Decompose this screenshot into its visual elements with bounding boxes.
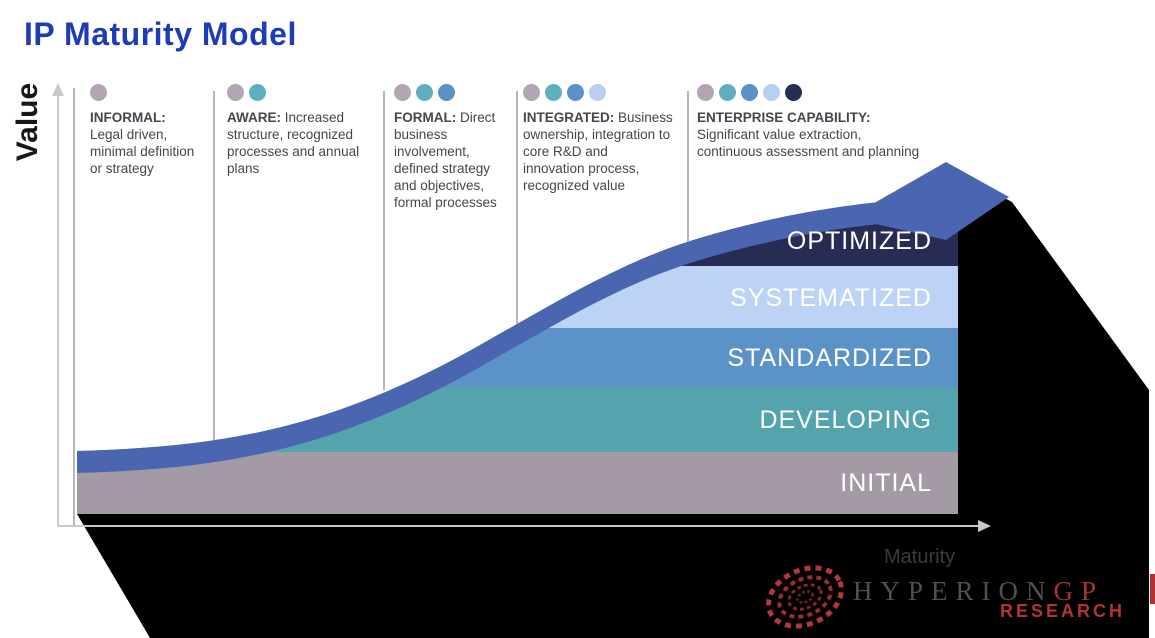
arrow-head-icon xyxy=(876,162,1009,240)
x-axis-arrow-icon xyxy=(978,520,991,532)
stage-column-formal: FORMAL: Direct business involvement, def… xyxy=(394,84,516,211)
stage-separators xyxy=(73,88,689,525)
axes xyxy=(52,83,991,532)
maturity-dots xyxy=(90,84,202,101)
stage-column-aware: AWARE: Increased structure, recognized p… xyxy=(227,84,387,177)
initial-dot-icon xyxy=(394,84,411,101)
stage-column-enterprise: ENTERPRISE CAPABILITY: Significant value… xyxy=(697,84,922,160)
maturity-dots xyxy=(523,84,673,101)
stage-description: ENTERPRISE CAPABILITY: Significant value… xyxy=(697,110,920,159)
developing-dot-icon xyxy=(416,84,433,101)
band-label-standardized: STANDARDIZED xyxy=(727,344,932,372)
standardized-dot-icon xyxy=(438,84,455,101)
band-label-developing: DEVELOPING xyxy=(759,406,932,434)
stage-description: INFORMAL: Legal driven, minimal definiti… xyxy=(90,110,195,176)
growth-curve xyxy=(77,201,892,473)
logo-tagline: RESEARCH xyxy=(1000,601,1126,621)
page-title: IP Maturity Model xyxy=(24,16,297,52)
optimized-dot-icon xyxy=(785,84,802,101)
initial-dot-icon xyxy=(90,84,107,101)
band-label-initial: INITIAL xyxy=(840,469,932,497)
developing-dot-icon xyxy=(719,84,736,101)
logo-gp-text: GP xyxy=(1053,576,1105,606)
shadow-right-shape xyxy=(948,168,1149,638)
band-label-systematized: SYSTEMATIZED xyxy=(730,284,932,312)
y-axis-label: Value xyxy=(11,82,44,162)
initial-dot-icon xyxy=(523,84,540,101)
developing-dot-icon xyxy=(249,84,266,101)
shadow-bottom-shape xyxy=(77,514,958,638)
initial-dot-icon xyxy=(697,84,714,101)
stage-column-integrated: INTEGRATED: Business ownership, integrat… xyxy=(523,84,673,194)
x-axis-label: Maturity xyxy=(884,546,956,568)
y-axis-arrow-icon xyxy=(52,83,64,96)
maturity-dots xyxy=(394,84,516,101)
systematized-dot-icon xyxy=(763,84,780,101)
standardized-dot-icon xyxy=(567,84,584,101)
band-label-optimized: OPTIMIZED xyxy=(786,227,932,255)
stage-description: FORMAL: Direct business involvement, def… xyxy=(394,110,497,210)
systematized-dot-icon xyxy=(589,84,606,101)
stage-column-informal: INFORMAL: Legal driven, minimal definiti… xyxy=(90,84,202,177)
standardized-dot-icon xyxy=(741,84,758,101)
maturity-dots xyxy=(227,84,387,101)
logo-brand-text: HYPERION xyxy=(853,576,1054,606)
maturity-dots xyxy=(697,84,922,101)
initial-dot-icon xyxy=(227,84,244,101)
edge-red-fragment xyxy=(1150,574,1155,604)
stage-description: INTEGRATED: Business ownership, integrat… xyxy=(523,110,673,193)
stage-description: AWARE: Increased structure, recognized p… xyxy=(227,110,360,176)
developing-dot-icon xyxy=(545,84,562,101)
band-initial xyxy=(77,452,958,514)
logo-wordmark: HYPERIONGP xyxy=(853,576,1104,607)
